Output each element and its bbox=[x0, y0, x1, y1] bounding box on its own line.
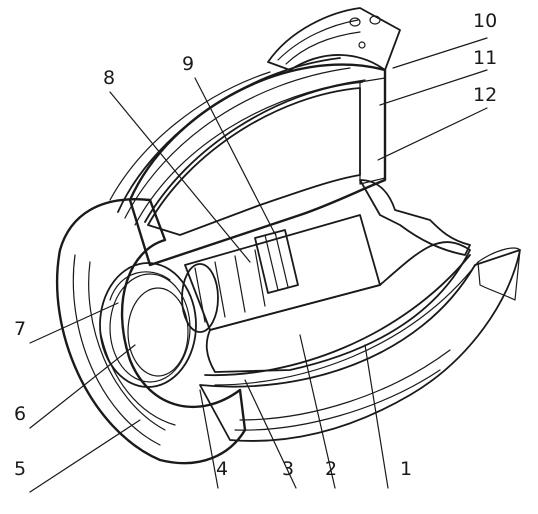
callout-10: 10 bbox=[473, 10, 497, 32]
callout-8: 8 bbox=[103, 67, 115, 89]
leader-lines bbox=[29, 37, 488, 493]
callout-9: 9 bbox=[182, 53, 194, 75]
callout-4: 4 bbox=[216, 458, 228, 480]
upper-section bbox=[144, 77, 386, 236]
callout-2: 2 bbox=[325, 458, 337, 480]
top-flange bbox=[267, 7, 401, 71]
callout-12: 12 bbox=[473, 84, 497, 106]
right-end-plate bbox=[359, 179, 471, 256]
callout-3: 3 bbox=[282, 458, 294, 480]
central-shaft bbox=[181, 214, 381, 333]
callout-5: 5 bbox=[14, 458, 26, 480]
lower-shell bbox=[199, 247, 521, 442]
callout-6: 6 bbox=[14, 403, 26, 425]
callout-7: 7 bbox=[14, 318, 26, 340]
callout-11: 11 bbox=[473, 47, 497, 69]
lower-insulation bbox=[204, 241, 479, 386]
front-end-ring bbox=[55, 198, 247, 465]
inner-bore bbox=[99, 262, 197, 388]
outer-housing bbox=[109, 57, 387, 267]
callout-labels: 10 11 12 8 9 7 6 5 4 3 2 1 bbox=[14, 10, 497, 480]
callout-1: 1 bbox=[400, 458, 412, 480]
